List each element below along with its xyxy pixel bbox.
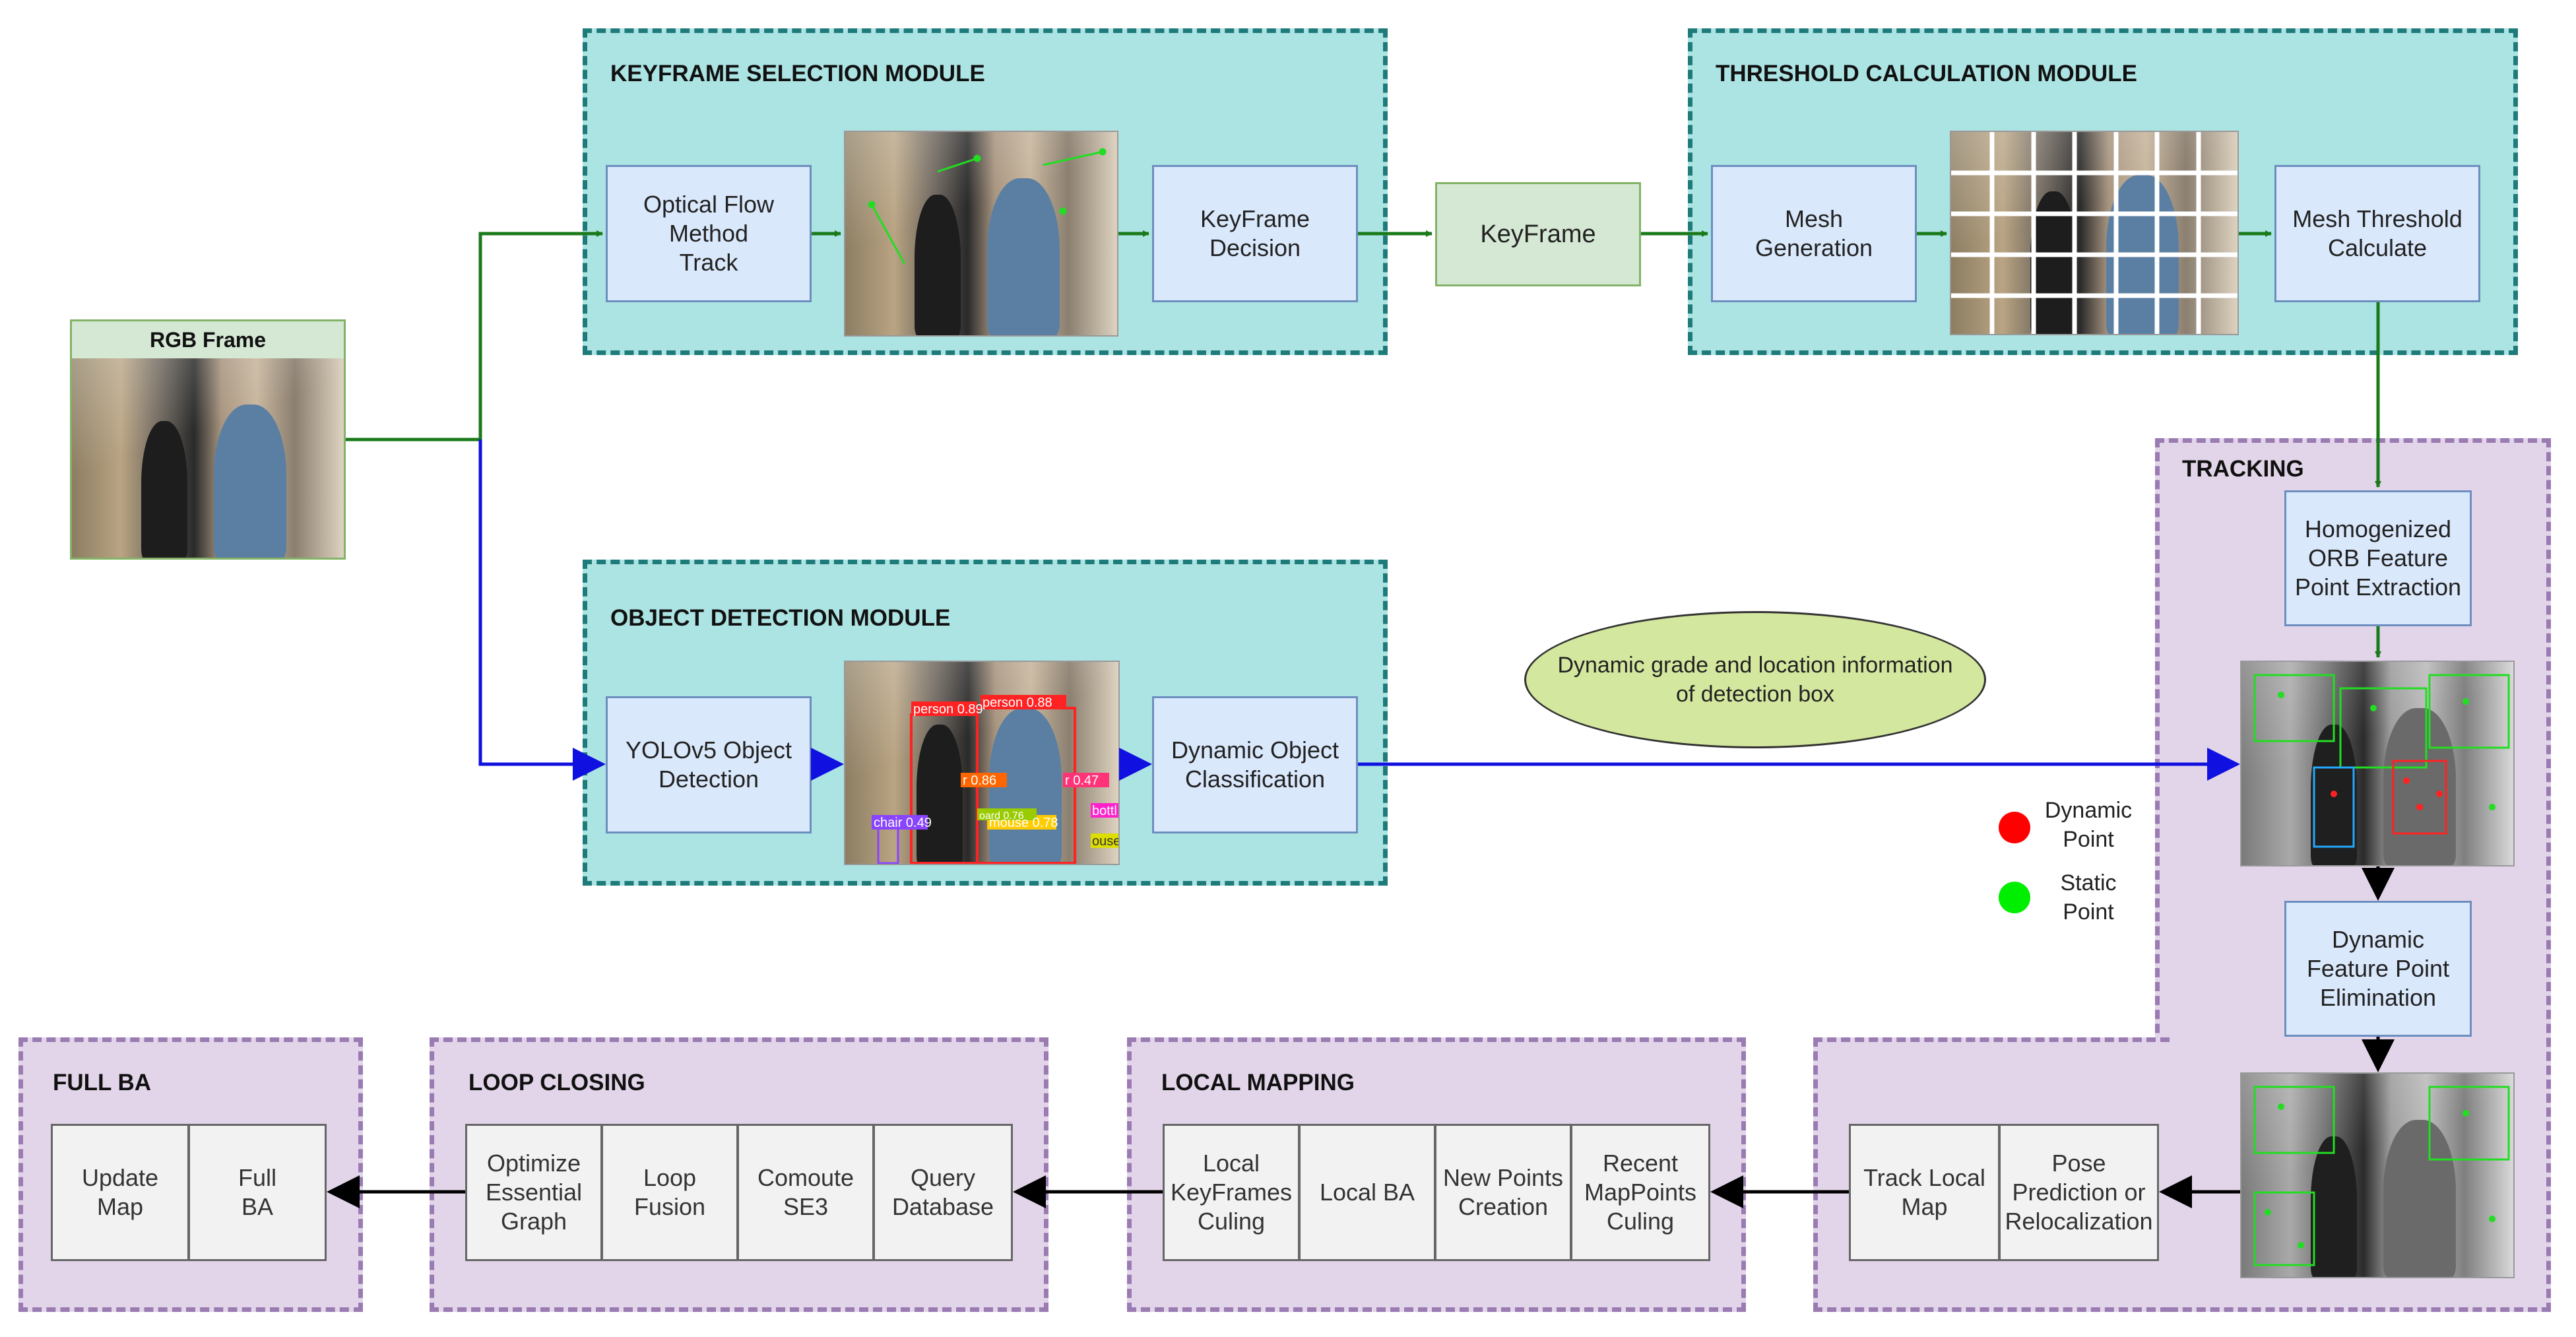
dynamic-point-label: Dynamic Point (2044, 798, 2133, 853)
module-title: THRESHOLD CALCULATION MODULE (1716, 61, 2138, 86)
detection-label: person 0.88 (982, 696, 1052, 710)
detection-label: r 0.86 (963, 773, 996, 788)
detection-label: person 0.89 (913, 702, 983, 717)
detection-label: mouse 0.78 (989, 816, 1058, 830)
dynamic-point-dot (1999, 812, 2030, 843)
new-points-creation-box: New Points Creation (1434, 1124, 1572, 1261)
pose-prediction-box: Pose Prediction or Relocalization (1999, 1124, 2159, 1261)
orb-extraction-box: Homogenized ORB Feature Point Extraction (2284, 490, 2472, 626)
loop-fusion-box: Loop Fusion (601, 1124, 738, 1261)
local-keyframes-culling-box: Local KeyFrames Culing (1163, 1124, 1300, 1261)
rgb-to-yolo-connector (478, 440, 606, 781)
dynamic-classification-box: Dynamic Object Classification (1152, 696, 1358, 833)
query-database-box: Query Database (873, 1124, 1013, 1261)
detection-label: chair 0.49 (874, 816, 932, 830)
keyframe-decision-box: KeyFrame Decision (1152, 165, 1358, 302)
module-title: LOCAL MAPPING (1161, 1070, 1355, 1095)
detection-label: oard 0.76 (979, 810, 1024, 822)
module-title: LOOP CLOSING (468, 1070, 645, 1095)
rgb-to-keyframe-connector (346, 230, 603, 441)
module-title: FULL BA (53, 1070, 152, 1095)
rgb-frame: RGB Frame (70, 319, 346, 560)
update-map-box: Update Map (51, 1124, 189, 1261)
mesh-grid-image (1950, 131, 2239, 335)
optical-flow-box: Optical Flow Method Track (606, 165, 812, 302)
detection-label: r 0.47 (1065, 773, 1099, 788)
orb-features-image (2240, 661, 2515, 866)
track-local-map-box: Track Local Map (1849, 1124, 2000, 1261)
local-ba-box: Local BA (1299, 1124, 1436, 1261)
rgb-frame-image (72, 358, 344, 558)
detection-label: bottl (1092, 804, 1117, 818)
yolo-box: YOLOv5 Object Detection (606, 696, 812, 833)
recent-mappoints-culling-box: Recent MapPoints Culing (1570, 1124, 1710, 1261)
static-point-label: Static Point (2060, 870, 2117, 925)
rgb-frame-title: RGB Frame (149, 327, 267, 352)
module-title: KEYFRAME SELECTION MODULE (610, 61, 985, 86)
feature-elimination-box: Dynamic Feature Point Elimination (2284, 901, 2472, 1037)
full-ba-box: Full BA (188, 1124, 327, 1261)
compute-se3-box: Comoute SE3 (737, 1124, 874, 1261)
mesh-generation-box: Mesh Generation (1711, 165, 1917, 302)
module-title: OBJECT DETECTION MODULE (610, 605, 951, 631)
mesh-threshold-box: Mesh Threshold Calculate (2274, 165, 2480, 302)
optical-flow-image (844, 131, 1118, 337)
detection-label: ouse (1092, 834, 1120, 849)
static-point-dot (1999, 882, 2030, 913)
optimize-essential-graph-box: Optimize Essential Graph (465, 1124, 602, 1261)
static-features-image (2240, 1072, 2515, 1278)
keyframe-box: KeyFrame (1435, 182, 1641, 286)
detection-image: person 0.89 person 0.88 r 0.86 r 0.47 ch… (844, 661, 1120, 865)
module-title: TRACKING (2182, 456, 2304, 482)
detection-info-ellipse: Dynamic grade and location information o… (1524, 611, 1986, 748)
